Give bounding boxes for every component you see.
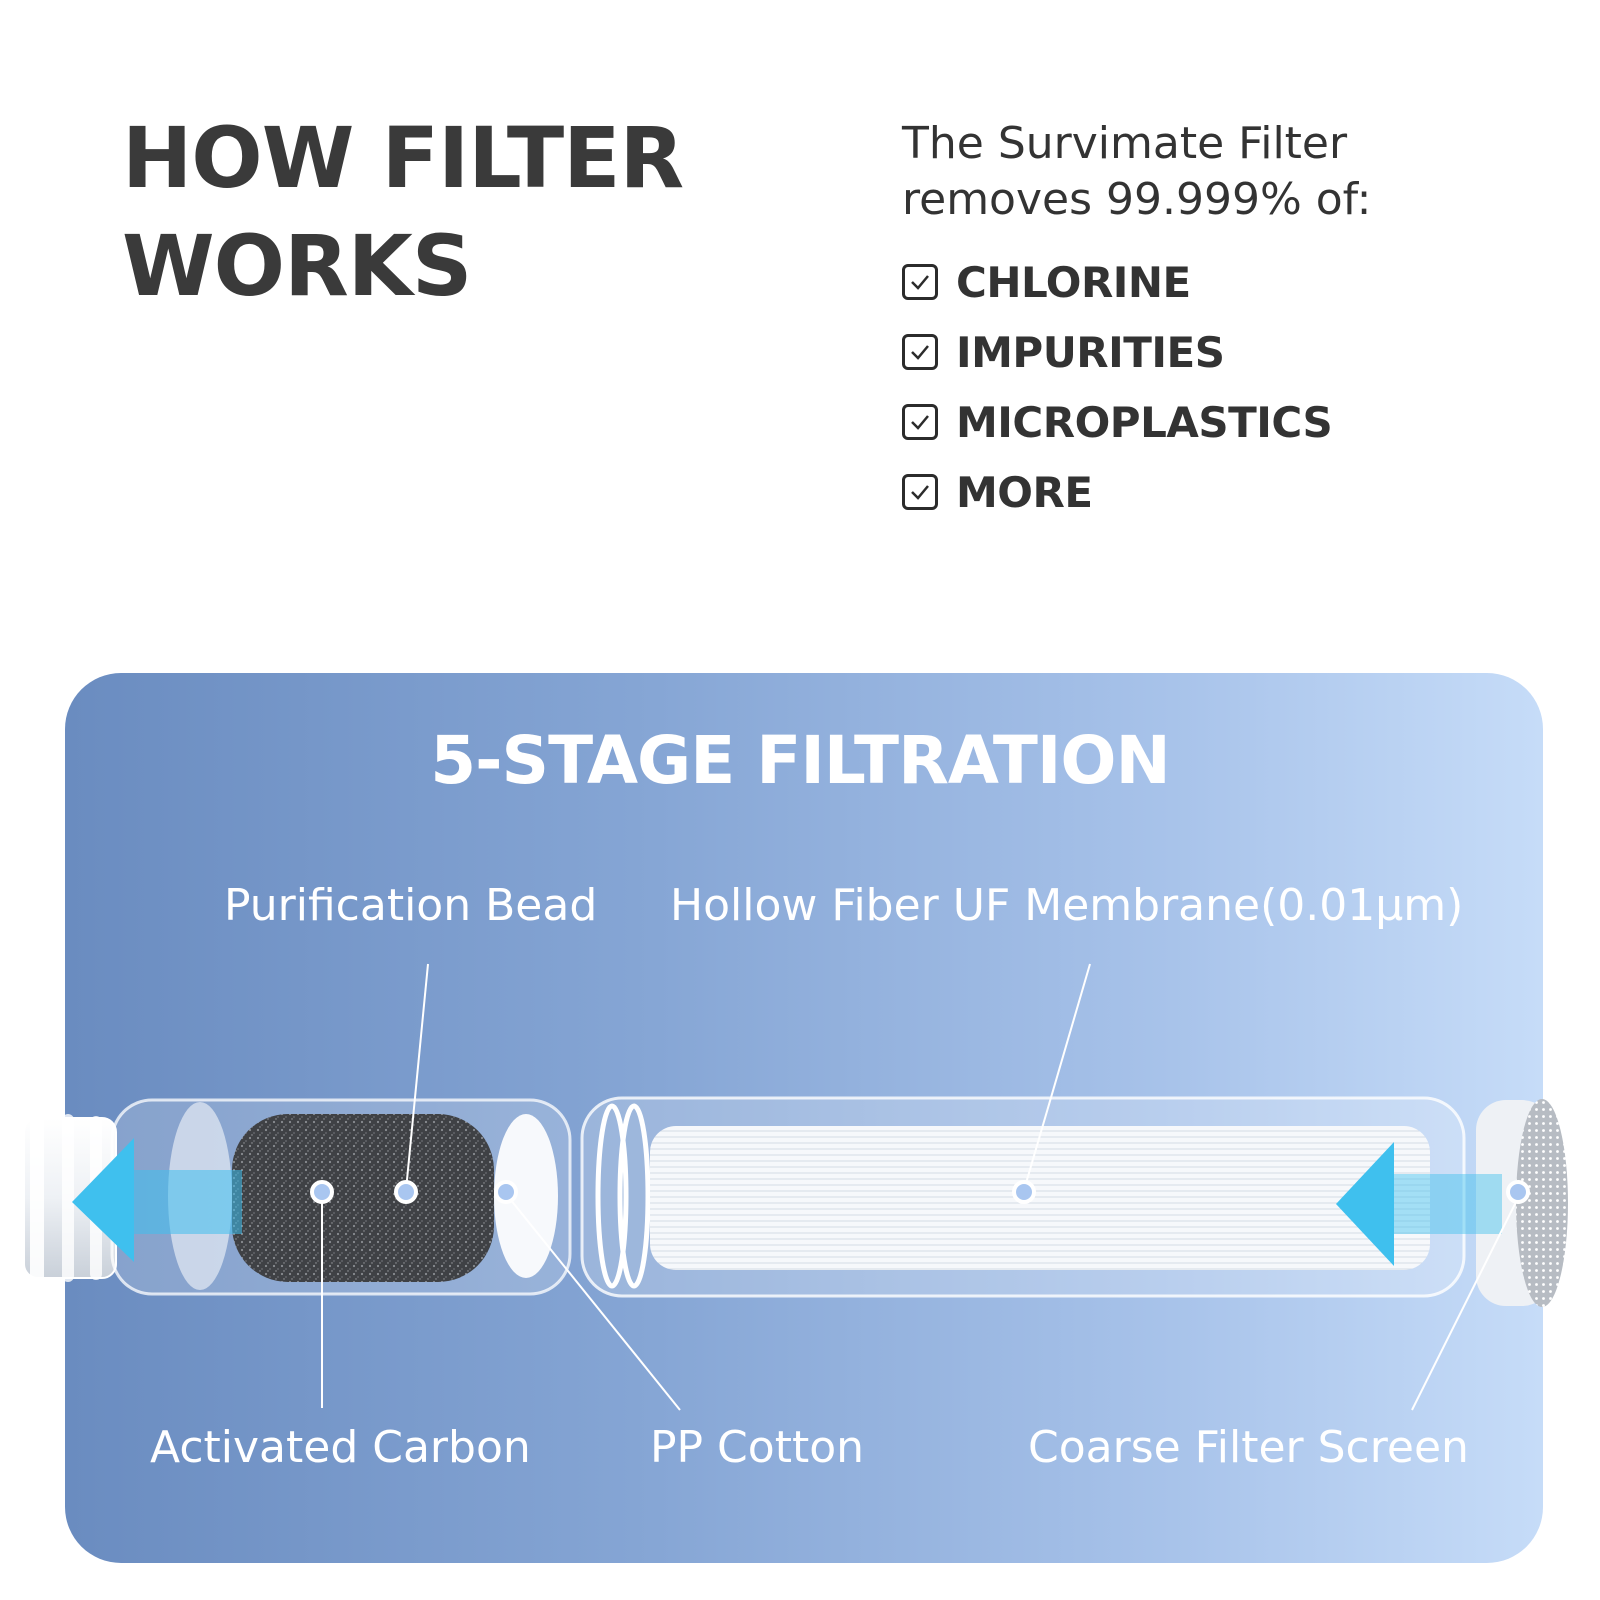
flow-arrow-right-icon	[1336, 1142, 1502, 1266]
marker-dot-hollow-fiber	[1012, 1180, 1036, 1204]
list-item: MICROPLASTICS	[902, 387, 1333, 457]
housing-thread	[617, 1103, 651, 1289]
label-pp-cotton: PP Cotton	[650, 1422, 865, 1473]
list-item-label: MICROPLASTICS	[956, 397, 1333, 447]
housing-thread	[595, 1103, 629, 1289]
list-item: MORE	[902, 457, 1332, 527]
list-item-label: MORE	[956, 467, 1093, 517]
pp-cotton-disc	[494, 1114, 558, 1278]
intro-text: The Survimate Filter removes 99.999% of:	[902, 116, 1371, 228]
marker-dot-purification-bead	[394, 1180, 418, 1204]
intro-line1: The Survimate Filter	[902, 118, 1348, 169]
label-activated-carbon: Activated Carbon	[150, 1422, 531, 1473]
list-item: IMPURITIES	[902, 317, 1332, 387]
removes-list: CHLORINE IMPURITIES MICROPLASTICS MORE	[902, 247, 1333, 527]
panel-title: 5-STAGE FILTRATION	[430, 722, 1171, 799]
activated-carbon-block	[232, 1114, 494, 1282]
label-hollow-fiber: Hollow Fiber UF Membrane(0.01μm)	[670, 880, 1464, 931]
intro-line2: removes 99.999% of:	[902, 174, 1372, 225]
checkbox-checked-icon	[902, 264, 938, 300]
page-title-line2: WORKS	[122, 217, 472, 315]
page-title: HOW FILTER WORKS	[122, 104, 684, 320]
list-item: CHLORINE	[902, 247, 1332, 317]
flow-arrow-left-icon	[72, 1138, 242, 1262]
label-purification-bead: Purification Bead	[224, 880, 598, 931]
checkbox-checked-icon	[902, 334, 938, 370]
marker-dot-pp-cotton	[494, 1180, 518, 1204]
checkbox-checked-icon	[902, 404, 938, 440]
list-item-label: CHLORINE	[956, 257, 1191, 307]
list-item-label: IMPURITIES	[956, 327, 1225, 377]
marker-dot-coarse-screen	[1506, 1180, 1530, 1204]
leader-lines	[321, 963, 1521, 1411]
marker-dot-activated-carbon	[310, 1180, 334, 1204]
marker-dots	[310, 1180, 1530, 1204]
checkbox-checked-icon	[902, 474, 938, 510]
hollow-fiber-membrane	[650, 1126, 1430, 1270]
page-title-line1: HOW FILTER	[122, 109, 684, 207]
label-coarse-screen: Coarse Filter Screen	[1028, 1422, 1469, 1473]
